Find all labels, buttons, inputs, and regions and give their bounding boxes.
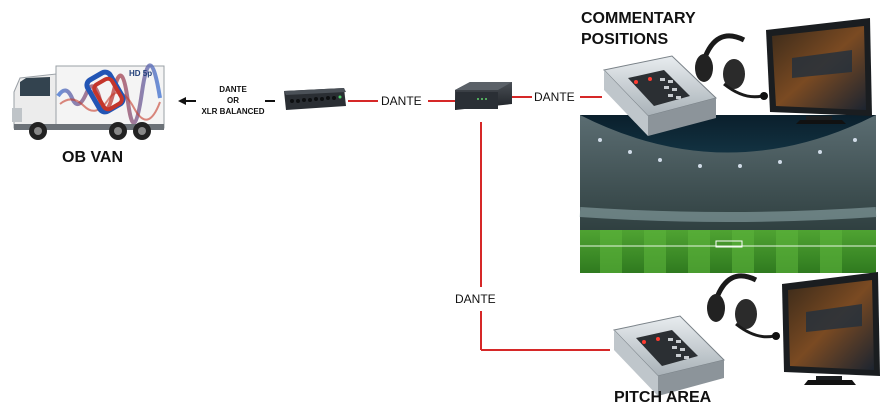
uplink-label-line2: OR: [227, 96, 239, 105]
connection-lines: [265, 96, 610, 351]
commentary-headset-icon: [695, 33, 768, 100]
uplink-arrow-icon: [178, 97, 196, 105]
uplink-label-line3: XLR BALANCED: [201, 107, 265, 116]
uplink-label-line1: DANTE: [219, 85, 247, 94]
commentary-label-line1: COMMENTARY: [581, 10, 696, 27]
stadium-photo-image: [579, 115, 877, 273]
truck-badge-label: HD 5p: [129, 69, 153, 78]
uplink-label: DANTE OR XLR BALANCED: [198, 84, 268, 117]
network-switch-icon: [455, 82, 512, 110]
commentary-monitor-icon: [766, 18, 872, 124]
commentary-positions-label: COMMENTARY POSITIONS: [581, 8, 696, 50]
dante-label-switch-commentary: DANTE: [534, 90, 575, 104]
ob-van-label: OB VAN: [62, 149, 124, 166]
commentary-label-line2: POSITIONS: [581, 31, 669, 48]
dante-label-interface-switch: DANTE: [381, 94, 422, 108]
pitch-monitor-icon: [782, 272, 880, 385]
rack-audio-interface-icon: [284, 88, 346, 110]
commentary-console-icon: [603, 55, 717, 136]
pitch-area-label: PITCH AREA: [614, 389, 712, 406]
pitch-console-icon: [613, 315, 725, 396]
ob-van-truck-icon: [12, 63, 165, 140]
dante-label-switch-pitch: DANTE: [455, 292, 496, 306]
pitch-headset-icon: [707, 273, 780, 340]
